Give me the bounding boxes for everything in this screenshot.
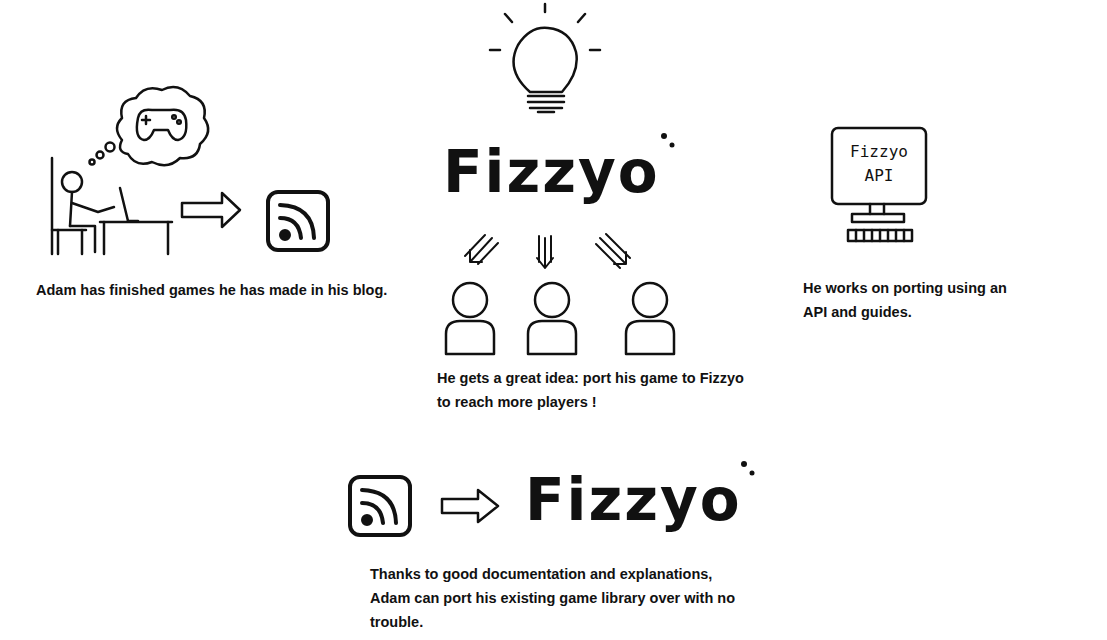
block-arrow xyxy=(442,490,498,522)
branch-arrows xyxy=(465,234,630,268)
logo-text: Fizzyo xyxy=(525,468,765,532)
light-bulb xyxy=(490,4,600,112)
step-caption: Adam has finished games he has made in h… xyxy=(36,279,436,301)
people xyxy=(446,283,674,354)
thought-bubble xyxy=(90,87,209,165)
screen-text: Fizzyo API xyxy=(836,140,922,188)
step-caption: He works on porting using an API and gui… xyxy=(803,276,1018,324)
person-at-desk xyxy=(52,158,172,254)
block-arrow xyxy=(182,193,240,227)
step-caption: He gets a great idea: port his game to F… xyxy=(437,366,747,414)
rss-icon xyxy=(350,477,410,535)
rss-icon xyxy=(268,192,328,250)
logo-drops xyxy=(661,133,755,476)
computer xyxy=(832,128,926,241)
logo-text: Fizzyo xyxy=(443,140,683,204)
step-caption: Thanks to good documentation and explana… xyxy=(370,562,745,634)
